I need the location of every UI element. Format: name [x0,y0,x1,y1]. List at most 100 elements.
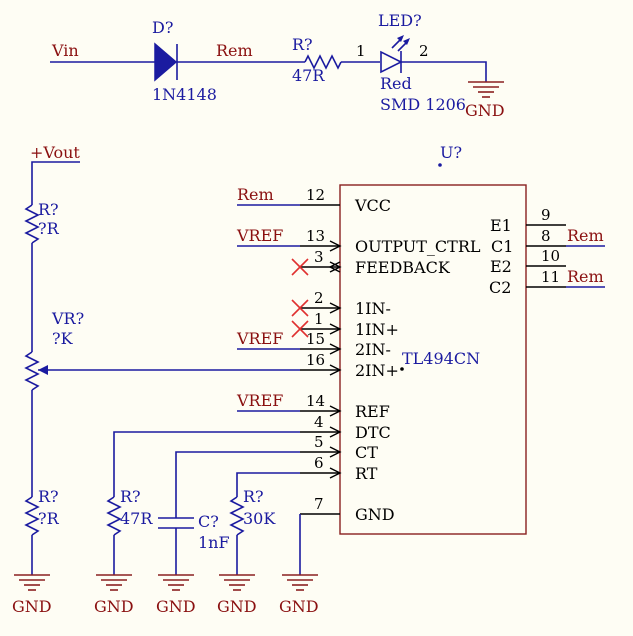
ic-pin-dtc: 4 DTC [300,413,391,442]
capacitor-ct [158,517,194,529]
ic-body [339,184,527,535]
pot-wiper-arrow [38,365,48,375]
ic-pin-2in-minus: 15 2IN- [300,330,391,359]
c-designator: C? [198,512,219,531]
svg-text:E1: E1 [490,216,512,235]
net-label-rem-top: Rem [216,41,253,60]
r-top-designator: R? [38,200,59,219]
net-label-rem-c1: Rem [567,226,604,245]
gnd-label-dtc: GND [94,597,134,616]
svg-text:16: 16 [306,351,325,369]
svg-text:4: 4 [314,413,324,431]
svg-text:CT: CT [355,443,378,462]
svg-text:1: 1 [314,310,324,328]
net-label-vin: Vin [51,41,79,60]
ground-symbol-top [468,81,504,98]
c-value: 1nF [198,533,230,552]
wire-rt [236,472,300,497]
pot-designator: VR? [51,309,84,328]
diode-designator: D? [152,18,173,37]
wire-ct [175,451,300,518]
gnd-label-ic: GND [279,597,319,616]
ic-pin-e2: 10 E2 [490,247,566,276]
no-connect-feedback [291,258,309,276]
wire-vout [31,161,80,205]
wire-dtc [113,431,300,497]
net-label-rem-vcc: Rem [237,185,274,204]
gnd-label-c: GND [156,597,196,616]
ic-pin-vcc: 12 VCC [300,186,391,215]
ground-symbol-rt [219,574,255,591]
wire-led-gnd [401,61,487,82]
ic-pin-1in-minus: 2 1IN- [300,289,391,318]
svg-text:2: 2 [314,289,324,307]
net-label-vout: +Vout [30,143,80,162]
svg-text:14: 14 [306,392,325,410]
led-package: SMD 1206 [380,95,466,114]
ic-pin-output-ctrl: 13 OUTPUT_CTRL [300,227,481,256]
svg-text:E2: E2 [490,257,512,276]
ic-pin-e1: 9 E1 [490,206,566,235]
ground-symbol-c [158,574,194,591]
svg-text:7: 7 [314,495,324,513]
left-divider: +Vout R? ?R VR? ?K R? ?R GND [12,143,84,616]
svg-text:REF: REF [355,402,390,421]
ic-part-name-dot [400,367,404,371]
pot-value: ?K [52,329,74,348]
gnd-label-left: GND [12,597,52,616]
ic-pin-rt: 6 RT [300,454,378,483]
svg-text:13: 13 [306,227,325,245]
ic-pin-ref: 14 REF [300,392,390,421]
r-bottom-designator: R? [38,487,59,506]
ic-pin-feedback: 3 FEEDBACK [300,248,451,277]
ic-pin-2in-plus: 16 2IN+ [300,351,399,380]
resistor-horizontal [304,54,342,70]
ground-symbol-ic [282,574,318,591]
ic-designator: U? [440,143,462,162]
ground-symbol-left [14,574,50,591]
svg-text:3: 3 [314,248,324,266]
ic-net-wires: Rem VREF VREF VREF Rem Rem [38,185,605,412]
resistor-top [24,204,40,244]
svg-text:2IN+: 2IN+ [355,361,399,380]
svg-text:GND: GND [355,505,395,524]
ic-pin-gnd: 7 GND [300,495,395,524]
no-connect-1in-plus [291,320,309,338]
ic-tl494: U? TL494CN 12 VCC 13 OUTPUT_CTRL 3 FEEDB… [300,143,566,535]
ic-pin-ct: 5 CT [300,433,378,462]
gnd-label-top: GND [465,101,505,120]
led-pin-2: 2 [419,42,429,60]
ic-pin-c2: 11 C2 [489,268,566,297]
net-label-vref-ref: VREF [236,391,283,410]
svg-text:15: 15 [306,330,325,348]
led-symbol [380,35,410,74]
resistor-value: 47R [292,66,325,85]
svg-text:VCC: VCC [354,196,391,215]
svg-text:DTC: DTC [355,423,391,442]
gnd-label-rt: GND [217,597,257,616]
svg-text:RT: RT [355,464,378,483]
no-connect-1in-minus [291,299,309,317]
ic-designator-dot [438,163,442,167]
svg-text:9: 9 [541,206,551,224]
ic-part-name: TL494CN [402,349,480,368]
diode-symbol [154,42,178,82]
svg-text:10: 10 [541,247,560,265]
led-pin-1: 1 [356,42,366,60]
svg-text:11: 11 [541,268,560,286]
led-value: Red [380,74,412,93]
svg-text:FEEDBACK: FEEDBACK [355,258,451,277]
resistor-bottom [24,496,40,536]
svg-text:OUTPUT_CTRL: OUTPUT_CTRL [355,237,481,256]
r-dtc-value: 47R [120,509,153,528]
svg-text:6: 6 [314,454,324,472]
led-designator: LED? [378,11,422,30]
svg-text:C2: C2 [489,278,511,297]
diode-value: 1N4148 [152,85,217,104]
net-label-rem-c2: Rem [567,267,604,286]
ic-pin-1in-plus: 1 1IN+ [300,310,399,339]
ic-pin-c1: 8 C1 [491,227,566,256]
resistor-dtc [106,496,122,536]
svg-text:12: 12 [306,186,325,204]
